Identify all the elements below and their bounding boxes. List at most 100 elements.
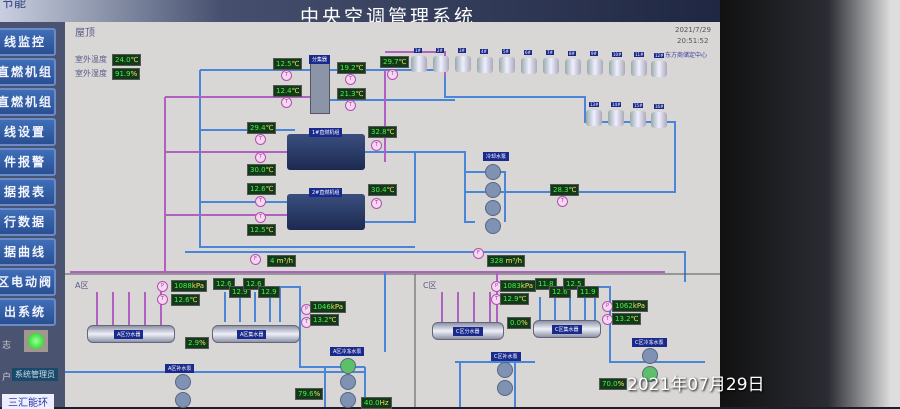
zone-a-pump-hz: 40.0Hz [361, 397, 392, 409]
zone-c-chw-label: C区冷冻水泵 [632, 338, 667, 347]
cooling-tower[interactable]: 15# [629, 103, 647, 127]
flow-1: 4 m³/h [267, 255, 297, 267]
readout: 分集器 [309, 55, 331, 64]
date: 2021/7/29 [675, 26, 711, 34]
readout: 2#直燃机组 [309, 188, 343, 197]
cooling-tower[interactable]: 16# [650, 104, 668, 128]
flow-2: 328 m³/h [487, 255, 526, 267]
zone-a-valve-2: 79.6% [295, 388, 324, 400]
zone-a-makeup-pump[interactable] [175, 374, 191, 390]
zone-c-valve: 0.0% [507, 317, 531, 329]
sensor-icon: T [255, 152, 266, 163]
nav-chiller-1[interactable]: 直燃机组 [0, 58, 56, 86]
chiller-2[interactable]: 2#直燃机组 [287, 188, 365, 230]
brand: 三汇能环 [2, 394, 54, 409]
cooling-pump-3[interactable] [485, 200, 501, 216]
cooling-tower[interactable]: 1# [410, 48, 428, 72]
readout: A区分水器 [114, 330, 144, 339]
zone-a-pressure-1: 1088kPa [171, 280, 208, 292]
sidebar: 线监控 直燃机组 直燃机组 线设置 件报警 据报表 行数据 据曲线 区电动阀 出… [0, 22, 65, 409]
zone-a-return-header: A区集水器 [212, 325, 300, 343]
nav-run-data[interactable]: 行数据 [0, 208, 56, 236]
background-edge [720, 0, 900, 407]
sensor-icon: T [345, 100, 356, 111]
site-name: 东方商储定中心 [665, 52, 708, 59]
temp-t5: 29.7℃ [380, 56, 410, 68]
sensor-icon: T [387, 69, 398, 80]
sensor-icon: T [557, 196, 568, 207]
cooling-tower[interactable]: 2# [432, 48, 450, 72]
cooling-tower[interactable]: 5# [498, 49, 516, 73]
time: 20:51:52 [677, 37, 709, 45]
outdoor-temp: 24.0℃ [112, 54, 142, 66]
zone-a-pressure-2: 1046kPa [310, 301, 347, 313]
cooling-tower[interactable]: 3# [454, 48, 472, 72]
temp-t8: 30.0℃ [247, 164, 277, 176]
title-bar: 节能 中央空调管理系统 [0, 0, 740, 28]
zone-c-return-header: C区集水器 [533, 320, 601, 338]
temp-t2: 12.4℃ [273, 85, 303, 97]
sensor-icon: P [157, 281, 168, 292]
cooling-tower[interactable]: 11# [630, 52, 648, 76]
nav-valves[interactable]: 区电动阀 [0, 268, 56, 296]
hvac-screen: 屋顶 室外温度 24.0℃ 室外湿度 91.9% 2021/7/29 20:51… [65, 22, 720, 409]
zone-c-branch-temp: 11.9 [577, 286, 599, 298]
cooling-tower[interactable]: 8# [564, 51, 582, 75]
zone-a-supply-header: A区分水器 [87, 325, 175, 343]
zone-a-chw-pump[interactable] [340, 392, 356, 408]
zone-c-supply-header: C区分水器 [432, 322, 504, 340]
nav-settings[interactable]: 线设置 [0, 118, 56, 146]
nav-curves[interactable]: 据曲线 [0, 238, 56, 266]
cooling-tower[interactable]: 13# [585, 102, 603, 126]
cooling-pump-1[interactable] [485, 164, 501, 180]
zone-a-makeup-pump[interactable] [175, 392, 191, 408]
zone-c-pressure-2: 1062kPa [612, 300, 649, 312]
cooling-pump-label: 冷却水泵 [483, 152, 510, 161]
temp-t6: 29.4℃ [247, 122, 277, 134]
zone-a-chw-pump[interactable] [340, 374, 356, 390]
sensor-icon: T [255, 196, 266, 207]
outdoor-hum-label: 室外湿度 [75, 69, 107, 78]
outdoor-hum: 91.9% [112, 68, 141, 80]
nav-monitor[interactable]: 线监控 [0, 28, 56, 56]
chiller-1[interactable]: 1#直燃机组 [287, 128, 365, 170]
nav-chiller-2[interactable]: 直燃机组 [0, 88, 56, 116]
temp-t3: 19.2℃ [337, 62, 367, 74]
cooling-tower[interactable]: 9# [586, 51, 604, 75]
readout: A区集水器 [237, 330, 267, 339]
temp-t11: 12.5℃ [247, 224, 277, 236]
nav-exit[interactable]: 出系统 [0, 298, 56, 326]
temp-t4: 21.3℃ [337, 88, 367, 100]
nav-reports[interactable]: 据报表 [0, 178, 56, 206]
readout: 1#直燃机组 [309, 128, 343, 137]
cooling-tower[interactable]: 14# [607, 102, 625, 126]
temp-t12: 28.3℃ [550, 184, 580, 196]
zone-c-chw-pump[interactable] [642, 366, 658, 382]
cooling-pump-2[interactable] [485, 182, 501, 198]
top-left-label: 节能 [2, 0, 27, 10]
zone-c-makeup-pump[interactable] [497, 380, 513, 396]
zone-c-makeup-pump[interactable] [497, 362, 513, 378]
sensor-icon: T [345, 74, 356, 85]
pipe-network [65, 51, 720, 407]
sensor-icon: T [281, 70, 292, 81]
zone-a-label: A区 [75, 281, 89, 290]
cooling-tower[interactable]: 10# [608, 52, 626, 76]
zone-a-chw-label: A区冷冻水泵 [330, 347, 365, 356]
cooling-tower[interactable]: 12# [650, 53, 668, 77]
zone-c-temp-2: 13.2℃ [612, 313, 642, 325]
sensor-icon: F [473, 248, 484, 259]
zone-a-branch-temp: 12.9 [258, 286, 280, 298]
zone-a-temp-1: 12.6℃ [171, 294, 201, 306]
nav-alarms[interactable]: 件报警 [0, 148, 56, 176]
zone-a-chw-pump[interactable] [340, 358, 356, 374]
cooling-tower[interactable]: 7# [542, 50, 560, 74]
temp-t10: 30.4℃ [368, 184, 398, 196]
zone-c-chw-pump[interactable] [642, 348, 658, 364]
manifold: 分集器 [309, 55, 331, 114]
cooling-tower[interactable]: 6# [520, 50, 538, 74]
cooling-pump-4[interactable] [485, 218, 501, 234]
outdoor-temp-label: 室外温度 [75, 55, 107, 64]
cooling-tower[interactable]: 4# [476, 49, 494, 73]
zone-c-pressure-1: 1083kPa [500, 280, 537, 292]
